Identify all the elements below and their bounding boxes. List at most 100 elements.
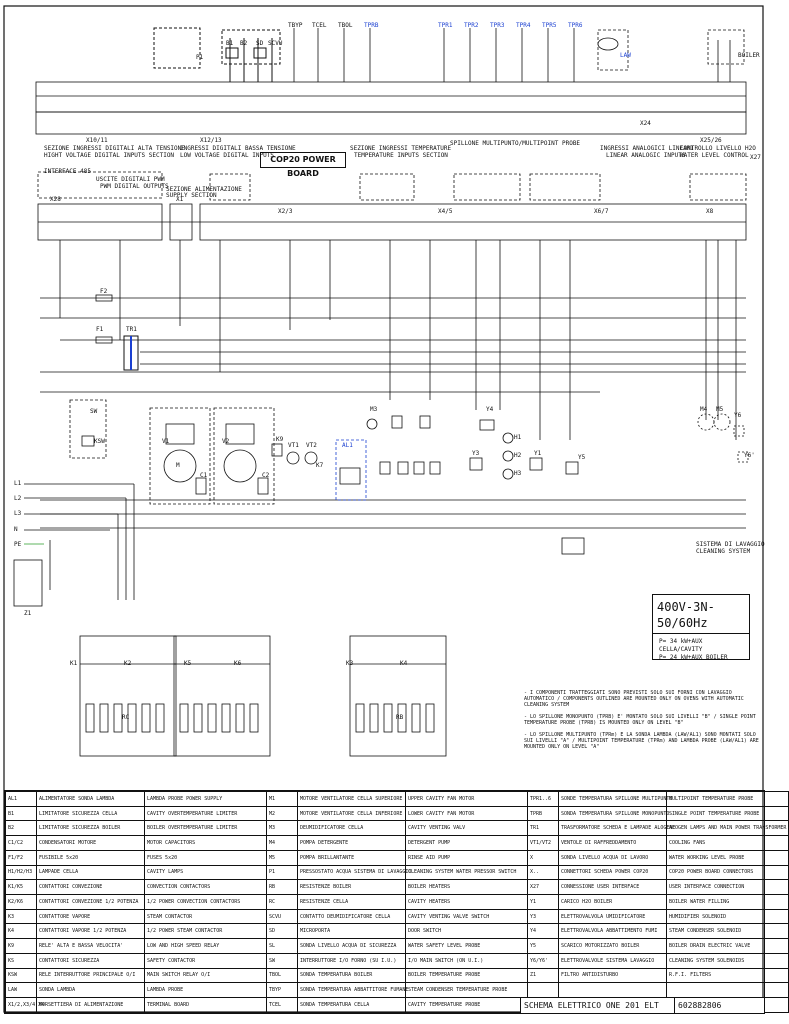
- component-label: V2: [222, 438, 230, 445]
- connector-label: SEZIONE ALIMENTAZIONE: [166, 186, 242, 193]
- legend-cell: B1: [5, 805, 37, 822]
- legend-cell: M3: [266, 820, 298, 837]
- legend-cell: SONDA LAMBDA: [36, 982, 145, 999]
- probe-label: TBYP: [288, 22, 303, 29]
- legend-cell: CARICO H2O BOILER: [558, 894, 667, 910]
- legend-cell: CONTATTO DEUMIDIFICATORE CELLA: [297, 908, 406, 925]
- connector-label: X8: [706, 208, 714, 215]
- connector-label: INTERFACE 485: [44, 168, 91, 175]
- component-label: M: [176, 462, 180, 469]
- legend-cell: RESISTENZE BOILER: [297, 879, 406, 896]
- component-label: H2: [514, 452, 522, 459]
- legend-cell: Y6/Y6': [527, 952, 559, 969]
- power-line: P= 34 kW+AUX CELLA/CAVITY: [659, 638, 703, 653]
- connector-label: X28: [50, 196, 61, 203]
- legend-cell: CONTATTORI CONVEZIONE: [36, 879, 145, 896]
- legend-cell: P1: [266, 864, 298, 881]
- component-label: L1: [14, 480, 22, 487]
- legend-cell: SL: [266, 938, 298, 954]
- wiring-diagram: [3, 5, 764, 1013]
- connector-note: LOW VOLTAGE DIGITAL INPUTS: [180, 152, 274, 159]
- component-label: K3: [346, 660, 354, 667]
- component-label: K9: [276, 436, 284, 443]
- component-label: SW: [90, 408, 98, 415]
- note: - I COMPONENTI TRATTEGGIATI SONO PREVIST…: [524, 690, 744, 708]
- legend-cell: TBYP: [266, 982, 298, 999]
- component-label: X27: [750, 154, 761, 161]
- legend-cell: VENTOLE DI RAFFREDDAMENTO: [558, 835, 667, 851]
- legend-cell: TERMINAL BOARD: [144, 997, 267, 1013]
- legend-cell: CAVITY VENTING VALVE SWITCH: [405, 908, 528, 925]
- connector-name: X10/11: [86, 137, 108, 144]
- legend-cell: MULTIPOINT TEMPERATURE PROBE: [666, 791, 789, 807]
- legend-cell: F1/F2: [5, 849, 37, 866]
- legend-cell: SCARICO MOTORIZZATO BOILER: [558, 938, 667, 954]
- power-line: P= 24 kW+AUX BOILER: [659, 654, 728, 661]
- legend-cell: CAVITY OVERTEMPERATURE LIMITER: [144, 805, 267, 822]
- component-label: RB: [396, 714, 404, 721]
- component-label: K6: [234, 660, 242, 667]
- legend-cell: CONTATTORE VAPORE: [36, 908, 145, 925]
- legend-cell: M1: [266, 791, 298, 807]
- feed-lines: [59, 240, 737, 440]
- drawing-title: SCHEMA ELETTRICO ONE 201 ELT: [521, 998, 675, 1013]
- fuses: [95, 294, 113, 344]
- component-label: Y4: [486, 406, 494, 413]
- legend-cell: RESISTENZE CELLA: [297, 894, 406, 910]
- legend-cell: SCVU: [266, 908, 298, 925]
- legend-cell: TPR1..6: [527, 791, 559, 807]
- legend-cell: TPRB: [527, 805, 559, 822]
- legend-cell: K2/K6: [5, 894, 37, 910]
- probe-label: TPR1: [438, 22, 453, 29]
- legend-cell: 1/2 POWER STEAM CONTACTOR: [144, 923, 267, 940]
- component-label: V1: [162, 438, 170, 445]
- legend-cell: MORSETTIERA DI ALIMENTAZIONE: [36, 997, 145, 1013]
- legend-cell: STEAM CONDENSER SOLENOID: [666, 923, 789, 940]
- legend-cell: B2: [5, 820, 37, 837]
- legend-cell: KS: [5, 952, 37, 969]
- legend-cell: 1/2 POWER CONVECTION CONTACTORS: [144, 894, 267, 910]
- middle-connector-strip: [37, 171, 747, 241]
- legend-cell: HUMIDIFIER SOLENOID: [666, 908, 789, 925]
- legend-cell: K4: [5, 923, 37, 940]
- middle-components: [271, 413, 749, 555]
- legend-cell: FUSIBILE 5x20: [36, 849, 145, 866]
- legend-cell: MICROPORTA: [297, 923, 406, 940]
- component-label: KSW: [94, 438, 105, 445]
- legend-cell: M4: [266, 835, 298, 851]
- legend-cell: K9: [5, 938, 37, 954]
- legend-cell: ELETTROVALVOLA ABBATTIMENTO FUMI: [558, 923, 667, 940]
- legend-cell: TR1: [527, 820, 559, 837]
- legend-cell: BOILER OVERTEMPERATURE LIMITER: [144, 820, 267, 837]
- legend-cell: LOWER CAVITY FAN MOTOR: [405, 805, 528, 822]
- legend-cell: INTERRUTTORE I/O FORNO (SU I.U.): [297, 952, 406, 969]
- legend-cell: SONDA LIVELLO ACQUA DI LAVORO: [558, 849, 667, 866]
- probe-label: TPR2: [464, 22, 479, 29]
- component-label: X24: [640, 120, 651, 127]
- legend-cell: LIMITATORE SICUREZZA CELLA: [36, 805, 145, 822]
- legend-cell: SONDA TEMPERATURA SPILLONE MONOPUNTO: [558, 805, 669, 822]
- component-label: C2: [262, 472, 270, 479]
- probe-label: TPR3: [490, 22, 505, 29]
- legend-cell: H1/H2/H3: [5, 864, 37, 881]
- component-label: VT1: [288, 442, 299, 449]
- part-label: SD: [256, 40, 264, 47]
- legend-cell: CLEANING SYSTEM SOLENOIDS: [666, 952, 789, 969]
- legend-cell: X: [527, 849, 559, 866]
- legend-cell: SONDA TEMPERATURA CELLA: [297, 997, 406, 1013]
- legend-cell: CLEANING SYSTEM WATER PRESSOR SWITCH: [405, 864, 528, 881]
- legend-cell: AL1: [5, 791, 37, 807]
- legend-cell: MOTORE VENTILATORE CELLA SUPERIORE: [297, 791, 406, 807]
- connector-label: USCITE DIGITALI PWM: [96, 176, 165, 183]
- legend-cell: ALOGEN LAMPS AND MAIN POWER TRANSFORMER: [666, 820, 789, 837]
- legend-cell: RC: [266, 894, 298, 910]
- legend-cell: Z1: [527, 967, 559, 984]
- connector-note: HIGHT VOLTAGE DIGITAL INPUTS SECTION: [44, 152, 175, 159]
- connector-label: PWM DIGITAL OUTPUTS: [100, 183, 169, 190]
- component-label: K5: [184, 660, 192, 667]
- legend-cell: PRESSOSTATO ACQUA SISTEMA DI LAVAGGIO: [297, 864, 411, 881]
